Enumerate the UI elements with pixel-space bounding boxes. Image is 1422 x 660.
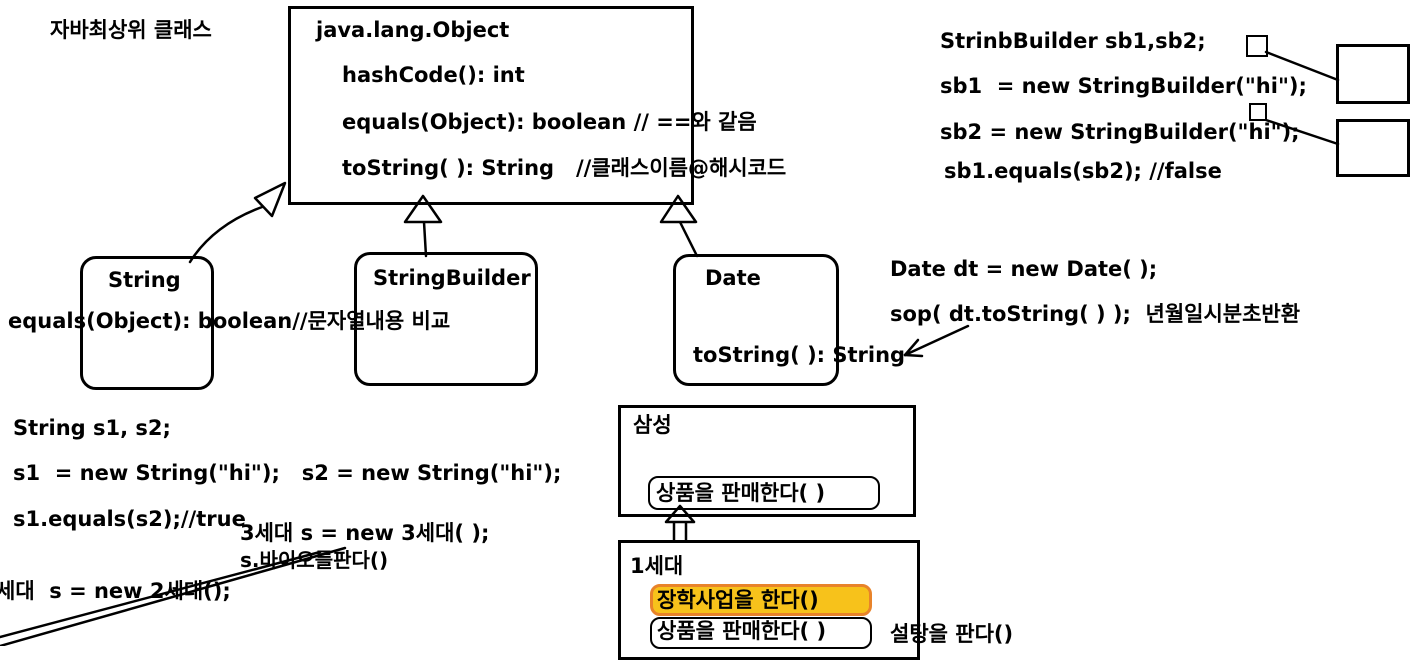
gen1-highlight-pill [650,584,872,616]
stringbuilder-class-name: StringBuilder [373,266,531,290]
sb-code-line-4: sb1.equals(sb2); //false [944,159,1222,183]
gen-code-line-3: 세대 s = new 2세대(); [0,579,231,603]
date-code-line-2: sop( dt.toString( ) ); 년월일시분초반환 [890,302,1301,326]
string-class-box [80,256,214,390]
sb2-reference-box [1249,103,1267,121]
samsung-method-pill [648,476,880,510]
sb-code-line-3: sb2 = new StringBuilder("hi"); [940,120,1300,144]
samsung-title: 삼성 [633,413,672,437]
date-code-line-1: Date dt = new Date( ); [890,257,1158,281]
gen-code-line-2: s.바이오를판다() [240,548,389,572]
gen1-method: 상품을 판매한다( ) [657,619,827,643]
sb1-reference-box [1246,35,1268,57]
object-method-equals: equals(Object): boolean // ==와 같음 [342,110,757,134]
date-class-name: Date [705,266,761,290]
sb-code-line-1: StrinbBuilder sb1,sb2; [940,29,1206,53]
date-class-box [673,254,839,386]
object-class-name: java.lang.Object [316,18,510,42]
date-method-tostring: toString( ): String [693,343,906,367]
object-method-hashcode: hashCode(): int [342,63,525,87]
gen1-title: 1세대 [630,554,684,578]
gen1-method-highlight: 장학사업을 한다() [657,588,819,612]
sb1-object-box [1336,44,1410,104]
object-class-box [288,6,694,205]
sb-code-line-2: sb1 = new StringBuilder("hi"); [940,74,1307,98]
gen1-extra-method: 설탕을 판다() [890,622,1014,646]
string-code-line-1: String s1, s2; [13,416,171,440]
connector-lines [0,50,1340,646]
sb2-object-box [1336,119,1410,177]
top-label: 자바최상위 클래스 [50,18,212,42]
gen-code-line-1: 3세대 s = new 3세대( ); [240,521,490,545]
samsung-box [618,405,916,517]
stringbuilder-class-box [354,252,538,386]
string-method-equals: equals(Object): boolean//문자열내용 비교 [8,309,451,333]
string-code-line-3: s1.equals(s2);//true [13,507,246,531]
string-code-line-2: s1 = new String("hi"); s2 = new String("… [13,461,562,485]
samsung-method: 상품을 판매한다( ) [656,481,826,505]
object-method-tostring: toString( ): String //클래스이름@해시코드 [342,156,787,180]
string-class-name: String [108,268,181,292]
